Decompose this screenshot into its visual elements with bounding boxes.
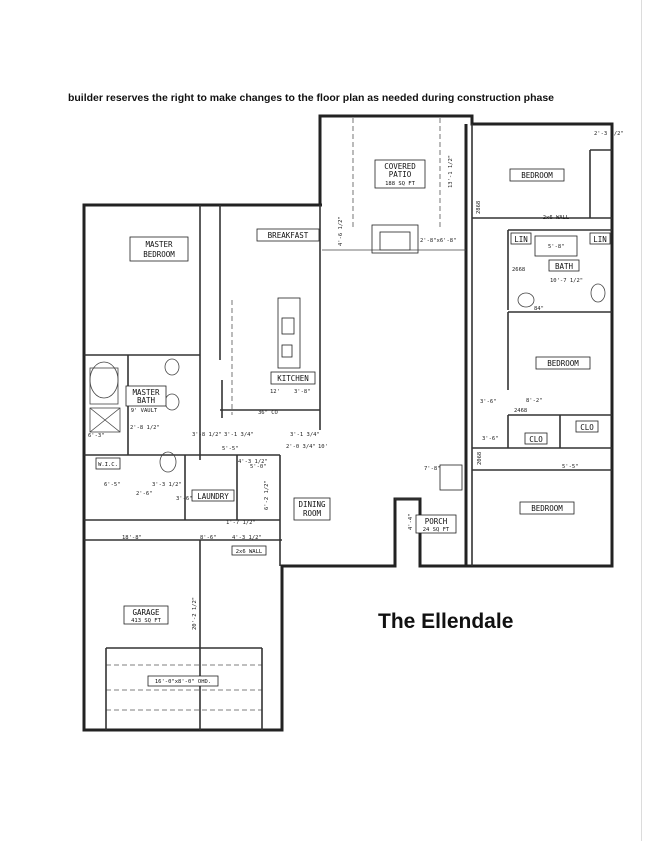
svg-text:BATH: BATH [555,262,574,271]
svg-text:CLO: CLO [580,423,594,432]
svg-text:2x6 WALL: 2x6 WALL [236,549,263,555]
svg-text:10'-7 1/2": 10'-7 1/2" [550,278,583,284]
svg-text:5'-5": 5'-5" [222,446,239,452]
bedroom-mid-label: BEDROOM [535,356,591,370]
master-bath-label: MASTER BATH 9' VAULT [125,385,167,414]
svg-text:BREAKFAST: BREAKFAST [268,231,309,240]
svg-text:3'-6": 3'-6" [480,399,497,405]
svg-text:2'-3 1/2": 2'-3 1/2" [594,131,624,137]
svg-text:3'-1 3/4": 3'-1 3/4" [290,432,320,438]
svg-text:8'-2": 8'-2" [526,398,543,404]
bath-label: BATH [548,259,580,272]
svg-text:7'-8": 7'-8" [424,466,441,472]
svg-text:LIN: LIN [593,235,607,244]
svg-text:COVERED: COVERED [384,162,416,171]
svg-text:LIN: LIN [514,235,528,244]
clo-right-label: CLO [575,420,599,433]
svg-text:CLO: CLO [529,435,543,444]
svg-text:4'-6 1/2": 4'-6 1/2" [338,216,344,246]
svg-text:2'-8"x6'-8": 2'-8"x6'-8" [420,238,456,244]
svg-text:2x6 WALL: 2x6 WALL [543,215,570,221]
svg-text:1'-7 1/2": 1'-7 1/2" [226,520,256,526]
laundry-label: LAUNDRY [191,489,235,502]
svg-text:188 SQ FT: 188 SQ FT [385,181,415,187]
svg-text:BEDROOM: BEDROOM [521,171,553,180]
svg-text:10': 10' [318,444,328,450]
bedroom-top-label: BEDROOM [509,168,565,182]
svg-text:BEDROOM: BEDROOM [547,359,579,368]
breakfast-label: BREAKFAST [256,228,320,242]
svg-text:36" CO: 36" CO [258,410,278,416]
garage-label: GARAGE 413 SQ FT [123,605,169,625]
wic-label: W.I.C. [95,457,121,470]
svg-text:BEDROOM: BEDROOM [143,250,175,259]
svg-text:2468: 2468 [514,408,527,414]
svg-text:18'-8": 18'-8" [122,535,142,541]
dimension-labels: 13'-1 1/2" 4'-6 1/2" 2'-8"x6'-8" 12' 3'-… [88,131,624,630]
svg-text:13'-1 1/2": 13'-1 1/2" [448,155,454,188]
svg-text:3'-6": 3'-6" [482,436,499,442]
svg-text:3'-3 1/2": 3'-3 1/2" [152,482,182,488]
svg-text:BEDROOM: BEDROOM [531,504,563,513]
svg-text:5'-5": 5'-5" [562,464,579,470]
svg-text:3'-1 3/4": 3'-1 3/4" [224,432,254,438]
svg-text:4'-4": 4'-4" [408,513,414,530]
svg-text:DINING: DINING [298,500,326,509]
svg-text:2668: 2668 [512,267,525,273]
dining-room-label: DINING ROOM [293,497,331,521]
svg-text:2'-0 3/4": 2'-0 3/4" [286,444,316,450]
svg-text:12': 12' [270,389,280,395]
room-labels: COVERED PATIO 188 SQ FT BEDROOM MASTER B… [95,159,611,687]
bedroom-bottom-label: BEDROOM [519,501,575,515]
svg-text:6'-2 1/2": 6'-2 1/2" [264,480,270,510]
lin-right-label: LIN [589,232,611,245]
svg-text:9' VAULT: 9' VAULT [131,408,158,414]
svg-text:LAUNDRY: LAUNDRY [197,492,229,501]
svg-text:BATH: BATH [137,396,156,405]
svg-text:PATIO: PATIO [389,170,412,179]
clo-left-label: CLO [524,432,548,445]
exterior-walls [82,114,614,732]
svg-text:2'-8 1/2": 2'-8 1/2" [130,425,160,431]
page-edge-line [641,0,642,841]
svg-text:W.I.C.: W.I.C. [98,462,118,468]
svg-text:6'-5": 6'-5" [104,482,121,488]
svg-text:6'-3": 6'-3" [88,433,105,439]
svg-text:2'-6": 2'-6" [136,491,153,497]
svg-text:2068: 2068 [477,452,483,465]
svg-text:2868: 2868 [476,201,482,214]
svg-text:16'-0"x8'-0" OHD.: 16'-0"x8'-0" OHD. [155,679,211,685]
svg-text:84": 84" [534,306,544,312]
porch-label: PORCH 24 SQ FT [415,514,457,534]
svg-text:8'-6": 8'-6" [200,535,217,541]
garage-door-label: 16'-0"x8'-0" OHD. [147,675,219,687]
wall-notes: 2x6 WALL 2x6 WALL [231,215,570,556]
svg-text:413 SQ FT: 413 SQ FT [131,618,161,624]
svg-text:MASTER: MASTER [132,388,160,397]
svg-text:PORCH: PORCH [425,517,448,526]
master-bedroom-label: MASTER BEDROOM [129,236,189,262]
covered-patio-label: COVERED PATIO 188 SQ FT [374,159,426,189]
svg-text:4'-3 1/2": 4'-3 1/2" [232,535,262,541]
svg-text:24 SQ FT: 24 SQ FT [423,527,450,533]
construction-notice: builder reserves the right to make chang… [67,92,554,104]
svg-text:4'-3 1/2": 4'-3 1/2" [238,459,268,465]
svg-text:3'-8 1/2": 3'-8 1/2" [192,432,222,438]
svg-text:ROOM: ROOM [303,509,322,518]
svg-text:MASTER: MASTER [145,240,173,249]
svg-text:20'-2 1/2": 20'-2 1/2" [192,597,198,630]
svg-text:3'-6": 3'-6" [176,496,193,502]
svg-text:5'-0": 5'-0" [250,464,267,470]
covered-patio-area [322,118,466,254]
lin-left-label: LIN [510,232,532,245]
plan-title: The Ellendale [378,610,514,633]
svg-text:5'-8": 5'-8" [548,244,565,250]
kitchen-label: KITCHEN [270,371,316,385]
interior-walls [84,124,612,730]
svg-text:3'-8": 3'-8" [294,389,311,395]
svg-text:GARAGE: GARAGE [132,608,160,617]
svg-text:KITCHEN: KITCHEN [277,374,309,383]
